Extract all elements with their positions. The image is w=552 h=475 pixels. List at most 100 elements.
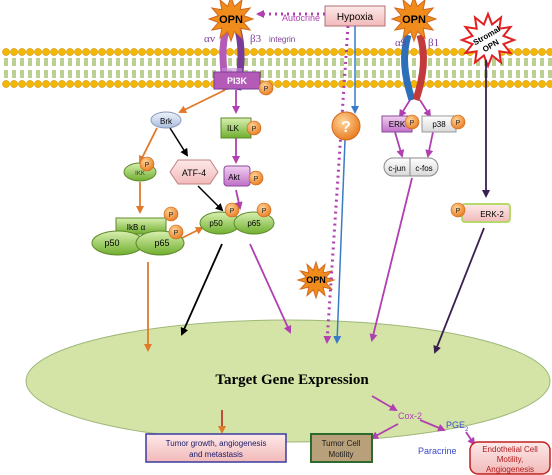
opn-star-right: OPN bbox=[390, 0, 438, 43]
lipid-head bbox=[42, 80, 50, 88]
opn-star-top: OPN bbox=[207, 0, 255, 43]
cox2-to-motility-arrow bbox=[370, 423, 399, 439]
lipid-head bbox=[434, 80, 442, 88]
lipid-head bbox=[498, 80, 506, 88]
lipid-head bbox=[186, 48, 194, 56]
lipid-head bbox=[98, 80, 106, 88]
phosphate-marker bbox=[224, 202, 240, 218]
nfkb-to-target-purple-arrow bbox=[249, 243, 292, 334]
cell-membrane bbox=[2, 48, 552, 88]
target-gene-expression-ellipse bbox=[25, 319, 551, 443]
erk2-node: ERK-2 bbox=[461, 203, 511, 223]
lipid-head bbox=[146, 48, 154, 56]
lipid-head bbox=[442, 80, 450, 88]
lipid-head bbox=[370, 48, 378, 56]
alpha-v-label: αv bbox=[204, 33, 216, 45]
lipid-head bbox=[362, 80, 370, 88]
lipid-head bbox=[122, 48, 130, 56]
lipid-head bbox=[466, 80, 474, 88]
tumor-growth-box: Tumor growth, angiogenesis and metastasi… bbox=[145, 433, 287, 463]
lipid-head bbox=[322, 80, 330, 88]
erk-label: ERK bbox=[389, 120, 406, 129]
lipid-head bbox=[122, 80, 130, 88]
lipid-head bbox=[546, 80, 552, 88]
pi3k-node: PI3K bbox=[213, 71, 261, 90]
lipid-head bbox=[66, 48, 74, 56]
lipid-head bbox=[266, 48, 274, 56]
lipid-head bbox=[58, 48, 66, 56]
brk-node: Brk bbox=[150, 111, 182, 129]
lipid-head bbox=[394, 48, 402, 56]
phosphate-marker bbox=[258, 80, 274, 96]
lipid-head bbox=[450, 80, 458, 88]
lipid-head bbox=[226, 48, 234, 56]
cfos-label: c-fos bbox=[415, 164, 432, 173]
lipid-head bbox=[322, 48, 330, 56]
lipid-head bbox=[138, 80, 146, 88]
hypoxia-box: Hypoxia bbox=[324, 5, 386, 27]
akt-to-nfkb-arrow bbox=[234, 189, 243, 210]
ap1-node: c-jun c-fos bbox=[383, 157, 439, 177]
lipid-head bbox=[370, 80, 378, 88]
ikk-label: IKK bbox=[135, 171, 145, 177]
opn-label: OPN bbox=[219, 14, 243, 26]
phosphate-marker bbox=[404, 114, 420, 130]
lipid-head bbox=[34, 80, 42, 88]
pge2-label: PGE2 bbox=[446, 420, 469, 433]
phosphate-marker bbox=[256, 202, 272, 218]
lipid-head bbox=[490, 80, 498, 88]
phosphate-label: P bbox=[145, 162, 150, 169]
lipid-head bbox=[18, 48, 26, 56]
lipid-head bbox=[290, 80, 298, 88]
stromal-opn-star: Stromal OPN bbox=[459, 11, 517, 69]
phosphate-label: P bbox=[410, 120, 415, 127]
lipid-head bbox=[530, 48, 538, 56]
lipid-head bbox=[362, 48, 370, 56]
lipid-head bbox=[10, 80, 18, 88]
erk2-to-target-arrow bbox=[433, 227, 485, 354]
lipid-head bbox=[282, 80, 290, 88]
phosphate-marker bbox=[163, 206, 179, 222]
nfkb-p50-p65: p50 p65 bbox=[199, 211, 275, 235]
lipid-head bbox=[98, 48, 106, 56]
lipid-head bbox=[250, 48, 258, 56]
p65-label: p65 bbox=[247, 219, 261, 228]
phosphate-label: P bbox=[230, 208, 235, 215]
tumor-growth-line1: Tumor growth, angiogenesis bbox=[166, 439, 267, 448]
phosphate-label: P bbox=[169, 212, 174, 219]
lipid-head bbox=[378, 80, 386, 88]
atf4-to-nfkb-arrow bbox=[197, 185, 224, 212]
ilk-node: ILK bbox=[220, 117, 252, 139]
lipid-head bbox=[162, 80, 170, 88]
lipid-head bbox=[18, 80, 26, 88]
lipid-head bbox=[290, 48, 298, 56]
alpha9-label: α9 bbox=[395, 37, 407, 49]
brk-to-atf4-arrow bbox=[169, 127, 189, 157]
unknown-mediator-node: ? bbox=[331, 111, 361, 141]
lipid-head bbox=[538, 48, 546, 56]
erk2-label: ERK-2 bbox=[480, 210, 504, 219]
lipid-head bbox=[50, 48, 58, 56]
phosphate-label: P bbox=[262, 208, 267, 215]
phosphate-marker bbox=[139, 156, 155, 172]
lipid-head bbox=[306, 48, 314, 56]
lipid-head bbox=[538, 80, 546, 88]
target-to-cox2-arrow bbox=[371, 395, 398, 412]
ap1-to-target-arrow bbox=[369, 177, 413, 342]
atf4-label: ATF-4 bbox=[182, 168, 206, 178]
lipid-head bbox=[130, 80, 138, 88]
lipid-head bbox=[162, 48, 170, 56]
lipid-head bbox=[474, 80, 482, 88]
beta1-label: β1 bbox=[428, 37, 439, 49]
lipid-head bbox=[434, 48, 442, 56]
ikb-label: IkB α bbox=[127, 223, 146, 232]
lipid-head bbox=[202, 80, 210, 88]
lipid-head bbox=[202, 48, 210, 56]
question-mark-label: ? bbox=[341, 119, 351, 136]
tumor-motility-line1: Tumor Cell bbox=[322, 439, 361, 448]
endothelial-line2: Motility, bbox=[497, 455, 524, 464]
lipid-head bbox=[546, 48, 552, 56]
